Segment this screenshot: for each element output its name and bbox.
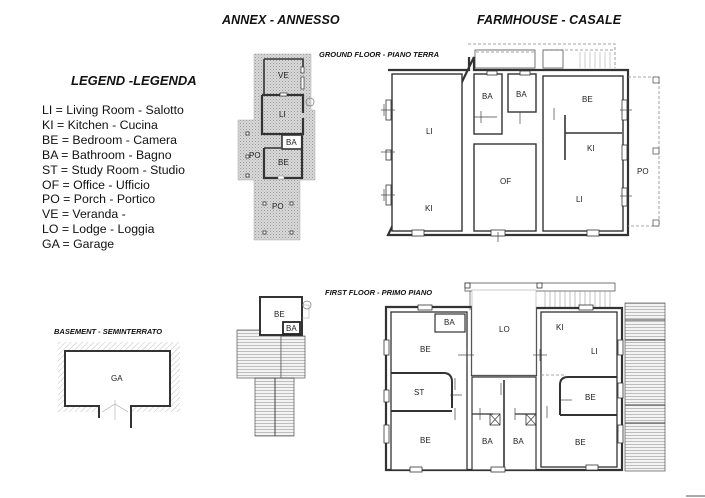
- room-label: LI: [576, 195, 583, 204]
- room-label: BA: [286, 324, 297, 333]
- basement-label: BASEMENT - SEMINTERRATO: [54, 327, 163, 336]
- room-label: LI: [591, 347, 598, 356]
- room-label: BA: [482, 92, 493, 101]
- legend-list: LI = Living Room - Salotto KI = Kitchen …: [42, 103, 185, 252]
- room-label: PO: [637, 167, 649, 176]
- room-label: BE: [575, 438, 586, 447]
- ground-floor-label: GROUND FLOOR - PIANO TERRA: [319, 50, 439, 59]
- room-label: BA: [444, 318, 455, 327]
- annex-first-floor: BE BA: [236, 296, 312, 437]
- legend-item: ST = Study Room - Studio: [42, 162, 185, 177]
- legend-item: PO = Porch - Portico: [42, 192, 156, 207]
- room-label: BA: [286, 138, 297, 147]
- room-label: BE: [420, 436, 431, 445]
- room-label: LI: [426, 127, 433, 136]
- basement-floor: GA: [58, 342, 180, 428]
- room-label: BE: [274, 310, 285, 319]
- room-label: KI: [587, 144, 595, 153]
- room-label: GA: [111, 374, 123, 383]
- annex-title: ANNEX - ANNESSO: [222, 13, 340, 27]
- first-floor-label: FIRST FLOOR - PRIMO PIANO: [325, 288, 433, 297]
- legend-item: VE = Veranda -: [42, 207, 126, 222]
- legend-item: BA = Bathroom - Bagno: [42, 147, 172, 162]
- farmhouse-ground-floor: LI KI BA BA OF BE KI LI PO: [381, 43, 660, 242]
- room-label: LO: [499, 325, 510, 334]
- legend-title: LEGEND -LEGENDA: [71, 73, 197, 88]
- legend-item: LI = Living Room - Salotto: [42, 103, 184, 117]
- room-label: BE: [582, 95, 593, 104]
- room-label: BA: [513, 437, 524, 446]
- room-label: OF: [500, 177, 511, 186]
- legend-item: BE = Bedroom - Camera: [42, 132, 177, 147]
- farmhouse-first-floor: BA BE LO ST BE BA BA KI LI BE BE: [383, 282, 666, 473]
- farmhouse-title: FARMHOUSE - CASALE: [477, 13, 622, 27]
- room-label: ST: [414, 388, 424, 397]
- annex-ground-floor: VE LI BA BE PO PO: [237, 53, 316, 241]
- room-label: KI: [556, 323, 564, 332]
- room-label: VE: [278, 71, 289, 80]
- room-label: KI: [425, 204, 433, 213]
- legend-item: GA = Garage: [42, 237, 115, 252]
- room-label: BE: [585, 393, 596, 402]
- room-label: BA: [516, 90, 527, 99]
- room-label: PO: [249, 151, 261, 160]
- room-label: PO: [272, 202, 284, 211]
- legend-item: LO = Lodge - Loggia: [42, 222, 155, 237]
- room-label: LI: [279, 110, 286, 119]
- room-label: BE: [278, 158, 289, 167]
- legend-item: KI = Kitchen - Cucina: [42, 117, 158, 132]
- legend-item: OF = Office - Ufficio: [42, 177, 150, 192]
- room-label: BE: [420, 345, 431, 354]
- room-label: BA: [482, 437, 493, 446]
